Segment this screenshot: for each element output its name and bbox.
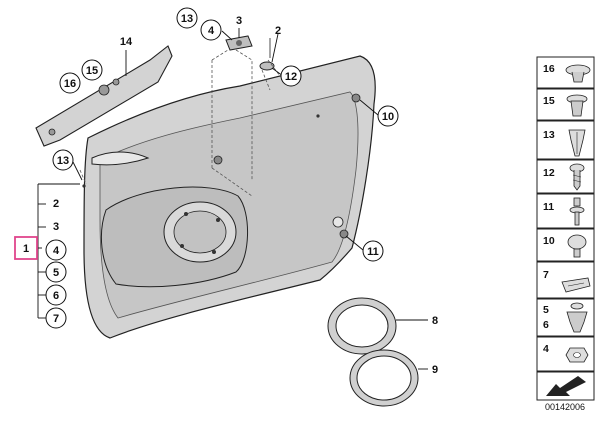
svg-text:5: 5 [53, 267, 59, 279]
spring-clip-icon [561, 277, 591, 293]
svg-text:12: 12 [285, 71, 297, 83]
callout-15: 15 [81, 59, 103, 81]
legend-item-10: 10 [536, 228, 595, 262]
svg-text:13: 13 [543, 129, 555, 141]
svg-text:7: 7 [543, 269, 549, 281]
callout-5-left: 5 [45, 261, 67, 283]
callout-9: 9 [432, 364, 438, 376]
svg-text:4: 4 [208, 25, 215, 37]
callout-10: 10 [377, 105, 399, 127]
legend-item-12: 12 [536, 159, 595, 194]
svg-text:7: 7 [53, 313, 59, 325]
callout-1-highlighted: 1 [14, 236, 38, 260]
svg-text:15: 15 [86, 65, 98, 77]
legend-item-7: 7 [536, 261, 595, 299]
expanding-rivet-icon [566, 94, 588, 117]
diagram-code: 00142006 [545, 402, 585, 412]
svg-text:1: 1 [23, 243, 29, 255]
legend-item-15: 15 [536, 88, 595, 121]
callout-13-top: 13 [176, 7, 198, 29]
plastic-rivet-icon [566, 302, 588, 333]
svg-text:10: 10 [543, 235, 555, 247]
callout-6-left: 6 [45, 284, 67, 306]
callout-11: 11 [362, 240, 384, 262]
callout-2-top: 2 [275, 25, 281, 37]
legend-item-4: 4 [536, 336, 595, 372]
svg-text:2: 2 [53, 198, 59, 210]
callout-16: 16 [59, 72, 81, 94]
svg-text:11: 11 [367, 246, 379, 258]
push-cap-icon [565, 64, 591, 83]
svg-text:5: 5 [543, 304, 549, 316]
legend-item-16: 16 [536, 56, 595, 89]
callout-3-top: 3 [236, 15, 242, 27]
side-trim-panel [82, 55, 376, 339]
svg-text:2: 2 [275, 25, 281, 37]
fastener-2-part [259, 38, 275, 71]
svg-text:11: 11 [543, 201, 554, 213]
svg-text:15: 15 [543, 95, 555, 107]
callout-12: 12 [280, 65, 302, 87]
fastener-legend: 16 15 13 12 [536, 56, 595, 412]
callout-4-top: 4 [200, 19, 222, 41]
svg-text:10: 10 [382, 111, 394, 123]
svg-text:16: 16 [543, 63, 555, 75]
legend-item-5-6: 5 6 [536, 298, 595, 337]
trim-strip-14 [35, 45, 173, 147]
clip-fastener-icon [568, 129, 586, 157]
screw-icon [569, 163, 585, 191]
ring-seal-8 [327, 297, 397, 355]
svg-text:4: 4 [543, 343, 549, 355]
svg-text:12: 12 [543, 167, 555, 179]
bolt-with-washer-icon [569, 197, 585, 226]
callout-13-left: 13 [52, 149, 74, 171]
svg-text:6: 6 [543, 319, 549, 331]
svg-text:16: 16 [64, 78, 76, 90]
ring-seal-9 [349, 349, 419, 407]
svg-text:4: 4 [53, 245, 60, 257]
button-clip-icon [567, 234, 587, 258]
callout-4-left: 4 [45, 239, 67, 261]
hex-nut-icon [565, 347, 589, 363]
legend-arrow-box [536, 371, 595, 401]
legend-item-11: 11 [536, 193, 595, 229]
callout-8: 8 [432, 315, 438, 327]
svg-text:13: 13 [57, 155, 69, 167]
svg-text:14: 14 [120, 36, 133, 48]
leader-lines [37, 28, 428, 370]
callout-7-left: 7 [45, 307, 67, 329]
svg-text:6: 6 [53, 290, 59, 302]
svg-text:3: 3 [236, 15, 242, 27]
svg-text:13: 13 [181, 13, 193, 25]
svg-text:8: 8 [432, 315, 438, 327]
svg-text:9: 9 [432, 364, 438, 376]
callout-3-left: 3 [53, 221, 59, 233]
legend-item-13: 13 [536, 120, 595, 160]
fastener-3-part [225, 35, 253, 51]
assembly-lines [79, 49, 281, 197]
callout-2-left: 2 [53, 198, 59, 210]
direction-arrow-icon [546, 376, 586, 396]
callout-14: 14 [120, 36, 133, 48]
svg-text:3: 3 [53, 221, 59, 233]
